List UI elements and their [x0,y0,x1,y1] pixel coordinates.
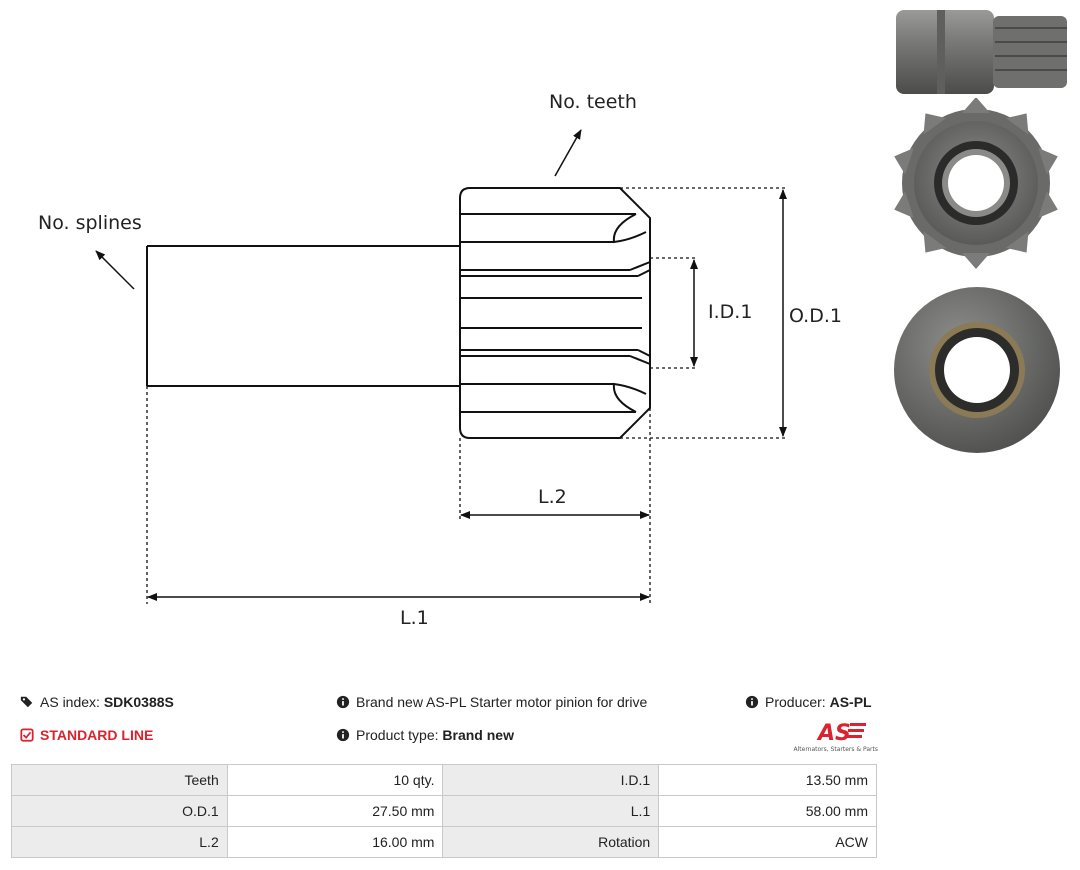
table-row: Teeth 10 qty. I.D.1 13.50 mm [11,764,877,796]
dimension-arrows [95,129,787,601]
as-index: AS index: SDK0388S [20,694,174,710]
technical-drawing: No. teeth No. splines I.D.1 O.D.1 L.2 L.… [38,91,842,629]
info-circle-icon [336,728,350,742]
logo-mark: AS [816,721,851,746]
info-circle-icon [336,695,350,709]
spec-value: 13.50 mm [658,764,877,796]
splines-pointer-arrow [95,250,135,290]
label-l1: L.1 [400,607,429,629]
extension-lines [146,187,786,604]
as-pl-logo: AS Alternators, Starters & Parts [794,721,879,753]
standard-line-badge: STANDARD LINE [20,727,153,743]
product-photo-side [896,10,1067,94]
producer-value: AS-PL [829,694,872,710]
spec-label: I.D.1 [442,764,660,796]
product-photo-front [894,98,1058,269]
standard-line-label: STANDARD LINE [40,727,154,743]
as-index-label: AS index: [40,694,100,710]
tags-icon [20,696,33,708]
table-row: O.D.1 27.50 mm L.1 58.00 mm [11,795,877,827]
product-type-value: Brand new [442,727,514,743]
spec-value: 16.00 mm [226,826,444,858]
label-no-teeth: No. teeth [549,91,637,113]
logo-tagline: Alternators, Starters & Parts [794,746,879,753]
info-circle-icon [745,695,759,709]
label-l2: L.2 [538,486,567,508]
label-no-splines: No. splines [38,212,142,234]
shaft-outline [146,245,460,387]
product-type-label: Product type: [356,727,439,743]
spec-value: ACW [658,826,877,858]
as-index-value: SDK0388S [103,694,174,710]
teeth-pointer-arrow [554,129,582,177]
spec-value: 10 qty. [226,764,444,796]
product-photo-back [894,287,1060,453]
spec-label: O.D.1 [11,795,228,827]
spec-value: 58.00 mm [658,795,877,827]
description-text: Brand new AS-PL Starter motor pinion for… [356,694,648,710]
spec-table: Teeth 10 qty. I.D.1 13.50 mm O.D.1 27.50… [11,764,877,858]
pinion-outline [459,187,651,439]
spec-label: L.2 [11,826,228,858]
producer: Producer: AS-PL [745,694,872,710]
check-square-icon [20,728,34,742]
label-od1: O.D.1 [789,305,842,327]
spec-label: Teeth [11,764,228,796]
spec-value: 27.50 mm [226,795,444,827]
product-description: Brand new AS-PL Starter motor pinion for… [336,694,647,710]
product-type: Product type: Brand new [336,727,514,743]
spec-label: L.1 [442,795,660,827]
spec-label: Rotation [442,826,660,858]
table-row: L.2 16.00 mm Rotation ACW [11,826,877,858]
label-id1: I.D.1 [708,301,752,323]
producer-label: Producer: [765,694,826,710]
